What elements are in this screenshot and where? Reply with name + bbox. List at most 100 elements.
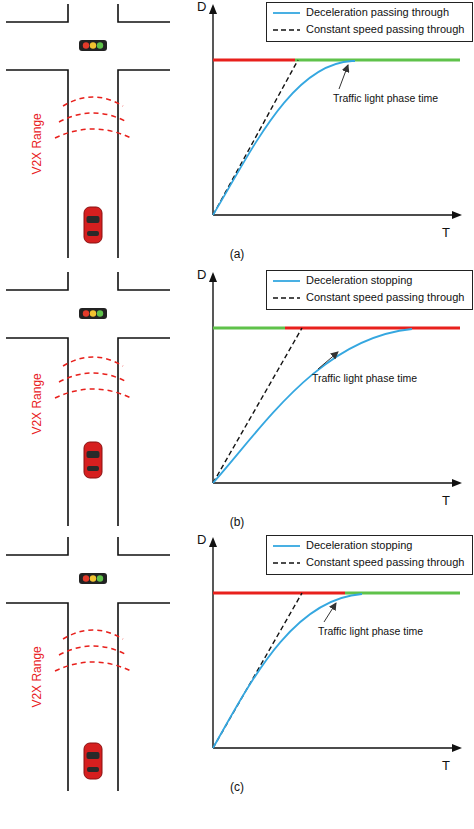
green-lamp xyxy=(97,310,103,316)
leader-line xyxy=(324,603,336,622)
leader-line xyxy=(318,352,338,369)
v2x-wave xyxy=(63,630,123,639)
phase-segment xyxy=(285,327,460,330)
legend-sample xyxy=(273,562,300,563)
t-axis xyxy=(213,214,456,215)
traffic-light xyxy=(79,40,107,51)
road-edge xyxy=(118,70,170,258)
phase-segment xyxy=(295,59,460,62)
road-edge xyxy=(118,603,170,791)
legend-sample xyxy=(273,280,300,282)
phase-segment xyxy=(213,592,345,595)
leader-line xyxy=(339,65,348,89)
road-edge xyxy=(118,4,170,22)
car-rear-window xyxy=(87,231,99,236)
car-windshield xyxy=(87,752,100,759)
legend-sample xyxy=(273,12,300,14)
v2x-wave xyxy=(63,357,123,366)
deceleration-curve xyxy=(213,61,355,215)
car xyxy=(84,743,102,779)
axis-arrow xyxy=(452,479,462,487)
green-lamp xyxy=(97,575,103,581)
v2x-wave xyxy=(55,129,131,138)
phase-segment xyxy=(213,59,295,62)
yellow-lamp xyxy=(90,310,96,316)
yellow-lamp xyxy=(90,575,96,581)
axis-label: D xyxy=(197,533,206,548)
road-edge xyxy=(6,338,68,526)
car-rear-window xyxy=(87,767,99,772)
legend-sample xyxy=(273,545,300,547)
car xyxy=(84,207,102,243)
panel-graphics xyxy=(0,533,474,801)
legend-sample xyxy=(273,29,300,30)
legend-text: Constant speed passing through xyxy=(306,291,464,304)
annotation-text: Traffic light phase time xyxy=(318,625,423,637)
axis-label: T xyxy=(442,759,450,774)
v2x-range-label: V2X Range xyxy=(31,646,45,707)
road-edge xyxy=(118,272,170,290)
v2x-wave xyxy=(59,113,127,122)
road-edge xyxy=(6,4,68,22)
road-edge xyxy=(118,537,170,555)
v2x-wave xyxy=(59,646,127,655)
panel-graphics xyxy=(0,268,474,536)
car-rear-window xyxy=(87,466,99,471)
t-axis xyxy=(213,482,456,483)
phase-segment xyxy=(213,327,285,330)
legend-text: Constant speed passing through xyxy=(306,556,464,569)
axis-arrow xyxy=(452,744,462,752)
red-lamp xyxy=(83,310,89,316)
car-windshield xyxy=(87,216,100,223)
traffic-light xyxy=(79,573,107,584)
axis-label: T xyxy=(442,226,450,241)
axis-label: D xyxy=(197,268,206,283)
axis-arrow xyxy=(209,272,217,282)
road-edge xyxy=(6,603,68,791)
d-axis xyxy=(212,10,213,215)
v2x-wave xyxy=(55,662,131,671)
constant-speed-line xyxy=(213,328,302,483)
d-axis xyxy=(212,543,213,748)
road-edge xyxy=(6,272,68,290)
panel-caption: (b) xyxy=(230,516,245,530)
red-lamp xyxy=(83,42,89,48)
v2x-wave xyxy=(59,373,127,382)
road-edge xyxy=(6,70,68,258)
deceleration-curve xyxy=(213,329,412,483)
traffic-light xyxy=(79,308,107,319)
panel-graphics xyxy=(0,0,474,268)
axis-arrow xyxy=(209,537,217,547)
legend-sample xyxy=(273,297,300,298)
d-axis xyxy=(212,278,213,483)
road-edge xyxy=(118,338,170,526)
red-lamp xyxy=(83,575,89,581)
panel-caption: (c) xyxy=(230,781,244,795)
t-axis xyxy=(213,747,456,748)
annotation-text: Traffic light phase time xyxy=(312,372,417,384)
legend-text: Constant speed passing through xyxy=(306,23,464,36)
v2x-range-label: V2X Range xyxy=(31,373,45,434)
axis-arrow xyxy=(452,211,462,219)
car-windshield xyxy=(87,451,100,458)
car xyxy=(84,442,102,478)
v2x-wave xyxy=(55,389,131,398)
axis-label: D xyxy=(197,0,206,15)
axis-arrow xyxy=(209,4,217,14)
v2x-wave xyxy=(63,97,123,106)
legend-text: Deceleration stopping xyxy=(306,274,412,287)
figure-panel: Deceleration stoppingConstant speed pass… xyxy=(0,268,474,536)
figure-panel: Deceleration stoppingConstant speed pass… xyxy=(0,533,474,801)
annotation-text: Traffic light phase time xyxy=(333,92,438,104)
legend-text: Deceleration passing through xyxy=(306,6,449,19)
panel-caption: (a) xyxy=(230,248,245,262)
green-lamp xyxy=(97,42,103,48)
figure-panel: Deceleration passing throughConstant spe… xyxy=(0,0,474,268)
road-edge xyxy=(6,537,68,555)
deceleration-curve xyxy=(213,594,362,748)
axis-label: T xyxy=(442,494,450,509)
legend-text: Deceleration stopping xyxy=(306,539,412,552)
phase-segment xyxy=(345,592,460,595)
yellow-lamp xyxy=(90,42,96,48)
v2x-range-label: V2X Range xyxy=(31,113,45,174)
